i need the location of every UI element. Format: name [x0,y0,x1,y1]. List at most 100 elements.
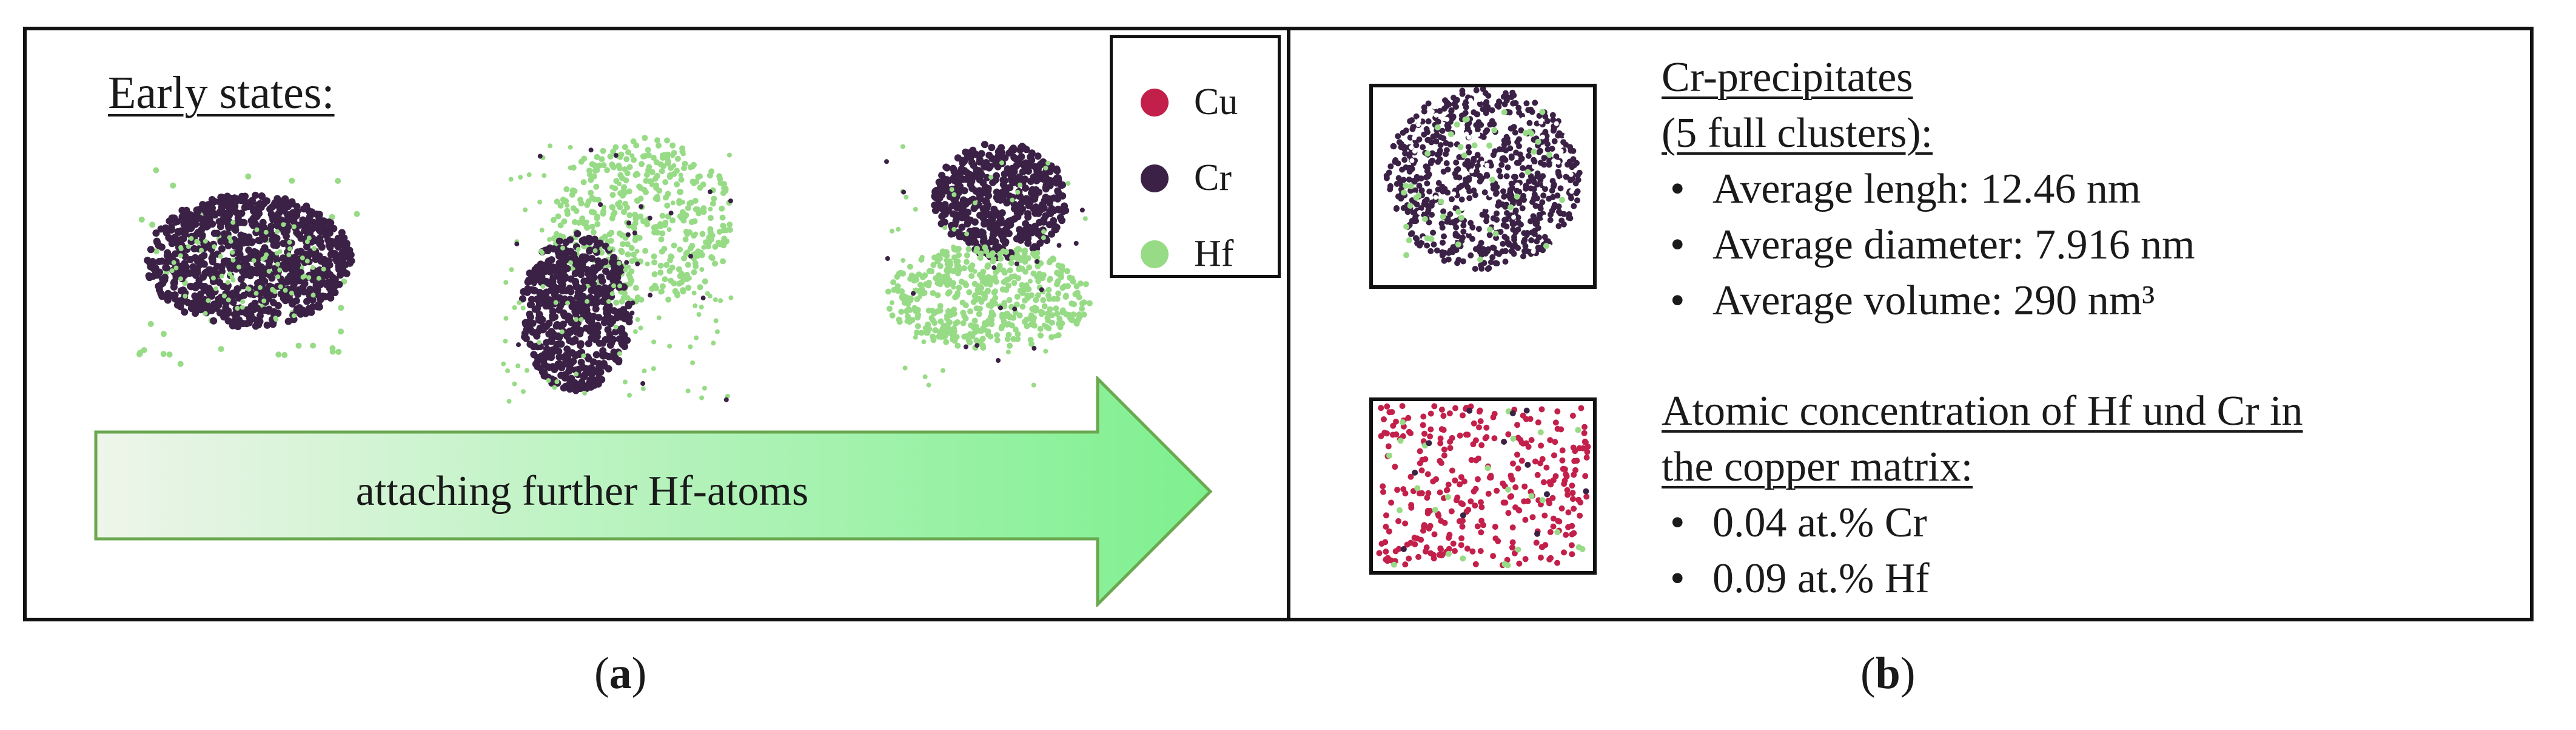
cr-atom [958,165,965,173]
hf-atom [1504,562,1511,569]
precipitate-length: Average lengh: 12.46 nm [1712,166,2141,212]
cr-atom [1452,171,1458,177]
cr-atom [1542,113,1549,120]
cu-gap [1511,214,1517,220]
hf-atom [726,221,733,228]
hf-atom [625,149,631,155]
cu-atom [1571,505,1577,512]
cu-atom [1400,433,1406,439]
cr-atom [1504,164,1511,171]
cr-atom [589,280,597,288]
cr-atom [973,166,981,174]
hf-atom [651,225,657,231]
cr-atom [526,313,534,321]
hf-atom [574,371,579,377]
cr-atom [1437,156,1443,163]
cu-atom [1450,540,1457,547]
cr-atom [286,199,293,207]
hf-atom [227,271,233,277]
hf-atom [626,164,633,171]
cr-atom [152,229,160,237]
cr-atom [1437,134,1444,141]
cr-atom [164,296,172,304]
cu-atom [1508,475,1515,481]
cr-atom [585,340,592,348]
cr-atom [1549,112,1556,118]
hf-atom [1039,275,1046,282]
hf-atom [711,195,717,202]
cr-atom [1048,230,1056,238]
cu-atom [1407,430,1414,436]
cu-atom [1568,542,1575,549]
cr-atom [187,282,195,290]
cr-atom [1498,161,1505,168]
cr-atom [1441,233,1447,240]
cu-atom [1547,437,1554,444]
cu-atom [1529,514,1536,521]
hf-atom [149,221,156,228]
hf-atom [1041,303,1048,309]
hf-atom [169,268,175,274]
cr-atom [1441,106,1447,112]
cu-atom [1477,548,1484,555]
hf-atom [889,312,896,319]
cr-atom [1459,87,1466,94]
cr-atom [558,321,566,329]
cr-atom [537,297,545,305]
cr-atom [1497,229,1504,235]
cr-atom [1515,219,1521,226]
cr-atom [937,203,945,211]
cr-atom [610,254,617,262]
hf-atom [663,262,670,268]
hf-atom [707,215,714,221]
hf-atom [689,178,696,185]
hf-atom [316,275,321,281]
cr-atom [229,299,237,306]
hf-atom [1047,306,1053,313]
hf-atom [321,266,326,272]
cr-atom [993,172,1000,180]
hf-atom [946,289,953,296]
cr-atom [1014,213,1022,221]
cu-gap [1553,245,1558,251]
hf-atom [973,325,978,330]
cr-atom [1001,154,1009,162]
cr-atom [1018,153,1025,161]
cr-atom [210,300,218,308]
cr-atom [1528,173,1534,180]
cr-atom [1514,160,1520,166]
hf-atom [1484,465,1491,471]
hf-atom [968,273,975,279]
cr-atom [1001,170,1008,178]
cr-atom [570,326,575,331]
hf-atom [304,259,310,264]
cr-atom [1431,241,1437,248]
cr-atom [1480,106,1486,112]
cu-atom [1541,512,1548,519]
cr-atom [152,264,159,272]
hf-atom [537,340,542,345]
cu-atom [1402,520,1409,527]
cr-atom [1540,192,1547,199]
cr-atom [1417,242,1423,249]
hf-atom [1021,287,1027,294]
hf-atom [1400,419,1406,425]
hf-atom [919,274,926,280]
cr-atom [1503,235,1510,242]
cu-gap [1483,204,1489,210]
hf-atom [665,191,671,197]
cr-atom [534,305,541,313]
cr-atom [632,230,637,235]
hf-atom [1058,266,1063,271]
cr-atom [962,148,970,156]
hf-atom [1015,331,1021,337]
hf-atom [694,335,699,340]
cu-atom [1554,425,1561,432]
cu-gap [1466,229,1472,234]
cr-atom [630,300,636,306]
cr-atom [668,211,674,216]
hf-atom [219,273,224,279]
cu-atom [1427,426,1434,433]
cu-atom [1522,516,1529,523]
cu-atom [1535,419,1541,426]
